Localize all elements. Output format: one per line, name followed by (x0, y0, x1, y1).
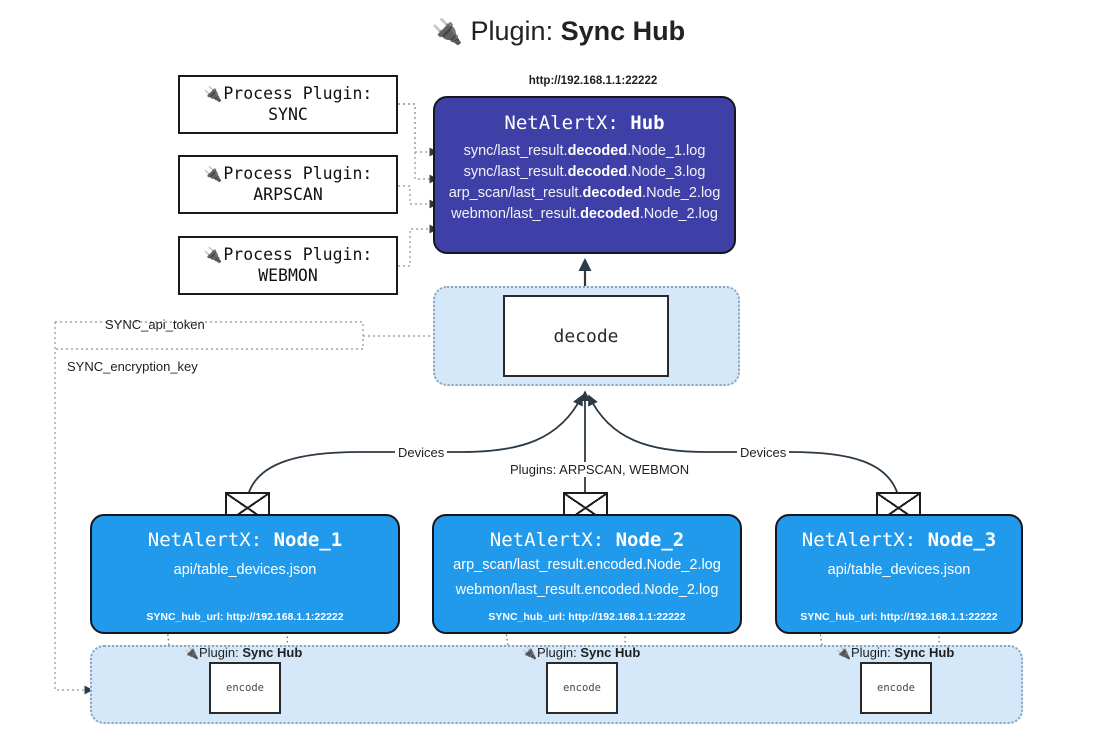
process-plugin-label: Process Plugin: (223, 84, 373, 104)
encoder-label-name: Sync Hub (894, 645, 955, 660)
node-footer: SYNC_hub_url: http://192.168.1.1:22222 (488, 611, 686, 623)
log-post: .Node_1.log (627, 143, 706, 159)
log-post: .Node_2.log (639, 206, 718, 223)
log-post: .Node_3.log (627, 164, 706, 181)
edge-label-plugins-center: Plugins: ARPSCAN, WEBMON (507, 462, 693, 477)
decode-box[interactable]: decode (503, 295, 669, 377)
encode-box-node-1[interactable]: encode (209, 662, 281, 714)
log-post: .Node_2.log (642, 185, 721, 202)
node-card-node-2[interactable]: NetAlertX: Node_2 arp_scan/last_result.e… (432, 514, 742, 634)
encoder-label-node-2: 🔌Plugin: Sync Hub (522, 645, 640, 660)
hub-log-line: arp_scan/last_result.decoded.Node_2.log (449, 185, 721, 202)
node-title: NetAlertX: Node_1 (92, 529, 398, 551)
process-plugin-label: Process Plugin: (223, 245, 373, 265)
node-card-node-1[interactable]: NetAlertX: Node_1 api/table_devices.json… (90, 514, 400, 634)
hub-url-label: http://192.168.1.1:22222 (528, 75, 658, 87)
node-title: NetAlertX: Node_2 (434, 529, 740, 551)
hub-log-line: webmon/last_result.decoded.Node_2.log (451, 206, 718, 223)
node-line-list: api/table_devices.json (777, 562, 1021, 579)
node-line: api/table_devices.json (827, 562, 971, 578)
edge-label-sync-encryption-key: SYNC_encryption_key (67, 359, 198, 374)
encoder-label-name: Sync Hub (580, 645, 641, 660)
encode-box-node-2[interactable]: encode (546, 662, 618, 714)
log-mid: decoded (582, 185, 643, 202)
plug-icon: 🔌 (431, 18, 463, 46)
page-title-prefix: Plugin: (470, 16, 554, 46)
node-line: api/table_devices.json (173, 562, 317, 578)
process-plugin-name: ARPSCAN (253, 184, 323, 204)
node-title-prefix: NetAlertX: (147, 529, 263, 551)
plug-icon: 🔌 (203, 165, 223, 184)
hub-log-line: sync/last_result.decoded.Node_1.log (464, 143, 706, 160)
edge-label-devices-right: Devices (737, 445, 790, 460)
node-line: arp_scan/last_result.encoded.Node_2.log (453, 557, 721, 573)
node-title-name: Node_1 (273, 529, 343, 551)
plug-icon: 🔌 (522, 646, 537, 660)
node-footer: SYNC_hub_url: http://192.168.1.1:22222 (800, 611, 998, 623)
plug-icon: 🔌 (184, 646, 199, 660)
encoder-label-prefix: Plugin: (198, 645, 239, 660)
node-title-prefix: NetAlertX: (801, 529, 917, 551)
process-plugin-card-sync[interactable]: 🔌 Process Plugin: SYNC (178, 75, 398, 134)
node-footer: SYNC_hub_url: http://192.168.1.1:22222 (146, 611, 344, 623)
log-mid: decoded (567, 164, 628, 181)
node-line-list: api/table_devices.json (92, 562, 398, 579)
node-title-prefix: NetAlertX: (489, 529, 605, 551)
process-plugin-name: SYNC (268, 104, 308, 124)
encoder-label-prefix: Plugin: (850, 645, 891, 660)
node-title-name: Node_3 (927, 529, 997, 551)
encoder-label-node-3: 🔌Plugin: Sync Hub (836, 645, 954, 660)
edge-label-devices-left: Devices (395, 445, 448, 460)
log-pre: webmon/last_result. (451, 206, 581, 223)
hub-log-line: sync/last_result.decoded.Node_3.log (464, 164, 706, 181)
plug-icon: 🔌 (203, 85, 223, 104)
node-line-list: arp_scan/last_result.encoded.Node_2.log … (434, 557, 740, 599)
process-plugin-name: WEBMON (258, 265, 318, 285)
node-line: webmon/last_result.encoded.Node_2.log (455, 581, 719, 598)
encoder-label-name: Sync Hub (242, 645, 303, 660)
process-plugin-card-webmon[interactable]: 🔌 Process Plugin: WEBMON (178, 236, 398, 295)
plug-icon: 🔌 (836, 646, 851, 660)
hub-title: NetAlertX: Hub (435, 112, 734, 134)
node-title-name: Node_2 (615, 529, 685, 551)
log-pre: sync/last_result. (463, 164, 568, 181)
encoder-label-node-1: 🔌Plugin: Sync Hub (184, 645, 302, 660)
log-pre: arp_scan/last_result. (448, 185, 583, 202)
log-mid: decoded (580, 206, 640, 223)
encode-box-node-3[interactable]: encode (860, 662, 932, 714)
process-plugin-label: Process Plugin: (223, 164, 373, 184)
plug-icon: 🔌 (203, 246, 223, 265)
page-title-name: Sync Hub (560, 16, 686, 46)
node-title: NetAlertX: Node_3 (777, 529, 1021, 551)
log-pre: sync/last_result. (463, 143, 568, 159)
edge-label-sync-api-token: SYNC_api_token (105, 317, 205, 332)
hub-title-name: Hub (630, 112, 665, 134)
hub-card[interactable]: NetAlertX: Hub sync/last_result.decoded.… (433, 96, 736, 254)
page-title: 🔌 Plugin: Sync Hub (0, 16, 1117, 47)
log-mid: decoded (567, 143, 628, 159)
hub-title-prefix: NetAlertX: (504, 112, 619, 134)
encoder-label-prefix: Plugin: (536, 645, 577, 660)
process-plugin-card-arpscan[interactable]: 🔌 Process Plugin: ARPSCAN (178, 155, 398, 214)
node-card-node-3[interactable]: NetAlertX: Node_3 api/table_devices.json… (775, 514, 1023, 634)
hub-log-list: sync/last_result.decoded.Node_1.log sync… (435, 143, 734, 223)
